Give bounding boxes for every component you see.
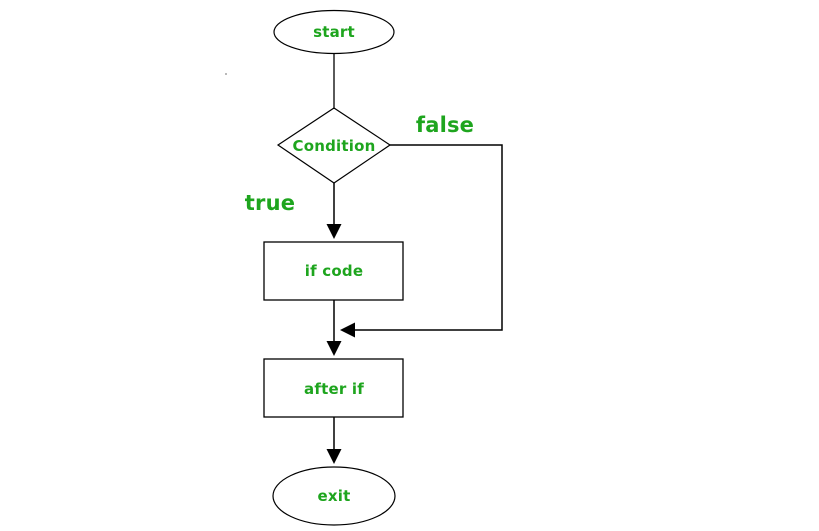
- start-node-label: start: [313, 23, 355, 41]
- if-code-node-label: if code: [304, 262, 364, 280]
- exit-terminator-shape: [272, 466, 396, 526]
- exit-node-label: exit: [317, 487, 351, 505]
- edge-false-branch: [340, 144, 503, 338]
- false-branch-label: false: [415, 113, 475, 137]
- true-branch-label: true: [244, 191, 296, 215]
- start-terminator-shape: [273, 9, 395, 55]
- stray-dot: [225, 73, 227, 75]
- condition-node-label: Condition: [292, 137, 376, 155]
- after-if-node-label: after if: [304, 380, 364, 398]
